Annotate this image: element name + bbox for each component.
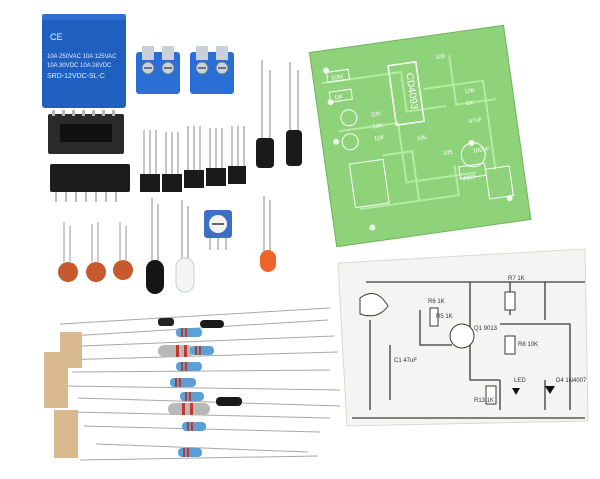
schematic-label-9: R5 1K bbox=[436, 314, 453, 320]
ceramic-capacitor-3 bbox=[113, 222, 133, 280]
led-black bbox=[146, 198, 164, 294]
schematic-label-6: LED bbox=[514, 378, 526, 384]
ic-socket bbox=[48, 110, 124, 154]
resistor-bundle bbox=[44, 307, 341, 461]
pcb-chip-label: CD4093 bbox=[403, 72, 419, 110]
transistor-2 bbox=[162, 132, 182, 192]
electrolytic-capacitor-1 bbox=[256, 60, 274, 168]
pcb-label-12: 1K bbox=[466, 100, 474, 107]
relay-brand-mark: CE bbox=[50, 32, 63, 42]
schematic-label-4: R8 10K bbox=[518, 342, 538, 348]
schematic-label-7: D4 1N4007 bbox=[556, 378, 587, 384]
ceramic-capacitors bbox=[58, 222, 133, 282]
pcb-board: CD4093 10M 1M 10K 10K 10K 10K 4007 100uF… bbox=[308, 24, 532, 248]
relay-rating-line-1: 10A 250VAC 10A 125VAC bbox=[47, 54, 117, 60]
relay-rating-line-2: 10A 30VDC 10A 28VDC bbox=[47, 63, 112, 69]
screw-terminal-left bbox=[136, 46, 180, 94]
transistor-1 bbox=[140, 130, 160, 192]
pcb-label-13: 100 bbox=[435, 54, 446, 61]
schematic-label-8: C1 47uF bbox=[394, 358, 417, 364]
transistor-group bbox=[140, 126, 246, 192]
relay: CE 10A 250VAC 10A 125VAC 10A 30VDC 10A 2… bbox=[42, 14, 126, 108]
pcb-label-5: 10K bbox=[374, 135, 385, 142]
ceramic-capacitor-2 bbox=[86, 222, 106, 282]
transistor-5 bbox=[228, 126, 246, 184]
pcb-label-6: 10K bbox=[416, 135, 427, 142]
pcb-label-3: 10K bbox=[370, 111, 381, 118]
schematic-label-1: R7 1K bbox=[508, 276, 525, 282]
transistor-3 bbox=[184, 126, 204, 188]
pcb-label-9: 105 bbox=[442, 150, 453, 157]
pcb-label-4: 10K bbox=[372, 123, 383, 130]
pcb-label-11: 10K bbox=[464, 88, 475, 95]
schematic-label-5: R13 1K bbox=[474, 398, 494, 404]
led-red bbox=[260, 196, 276, 272]
pcb-label-2: 1M bbox=[334, 94, 343, 101]
relay-model: SRD-12VDC-SL-C bbox=[47, 73, 105, 80]
pcb-label-10: 47uF bbox=[468, 117, 483, 125]
pcb-label-1: 10M bbox=[331, 74, 343, 82]
pcb-label-7: 4007 bbox=[462, 175, 477, 183]
pcb-label-8: 100uF bbox=[472, 146, 490, 154]
screw-terminal-right bbox=[190, 46, 234, 94]
transistor-4 bbox=[206, 128, 226, 186]
schematic-label-3: Q1 9013 bbox=[474, 326, 498, 332]
ic-chip bbox=[50, 164, 130, 202]
ceramic-capacitor-1 bbox=[58, 222, 78, 282]
schematic-sheet: R7 1K R6 1K Q1 9013 R8 10K R13 1K LED D4… bbox=[337, 248, 589, 427]
led-clear bbox=[175, 200, 195, 293]
potentiometer bbox=[204, 210, 232, 250]
electrolytic-capacitor-2 bbox=[286, 62, 302, 166]
schematic-label-2: R6 1K bbox=[428, 299, 445, 305]
